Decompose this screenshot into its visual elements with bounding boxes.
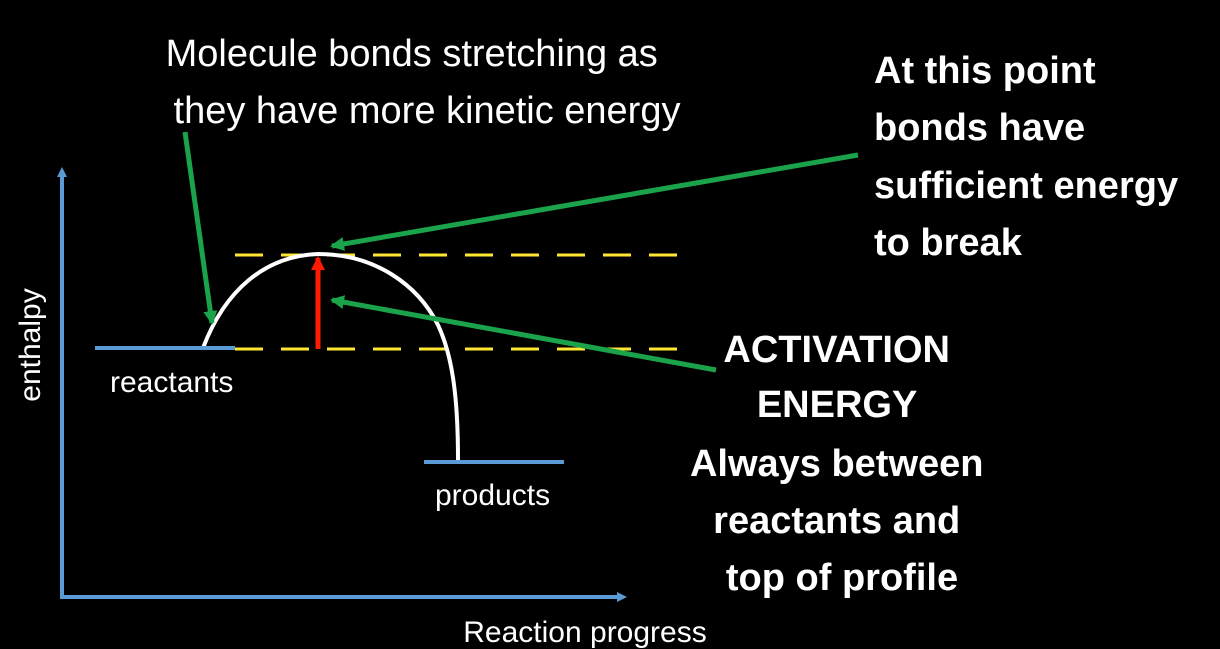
activation-energy-line-1: ACTIVATION	[723, 329, 950, 371]
reactants-label: reactants	[110, 366, 233, 399]
activation-energy-pointer-arrow	[330, 295, 717, 373]
energy-curve	[201, 251, 460, 461]
x-axis-label: Reaction progress	[463, 616, 706, 649]
activation-energy-note: ACTIVATION ENERGY Always between reactan…	[690, 329, 994, 599]
transition-point-pointer-arrow	[330, 152, 859, 251]
transition-point-line-1: At this point	[874, 50, 1096, 92]
activation-energy-line-4: reactants and	[713, 500, 960, 542]
activation-energy-line-5: top of profile	[726, 557, 958, 599]
transition-point-line-3: sufficient energy	[874, 165, 1178, 207]
activation-energy-line-3: Always between	[690, 443, 984, 485]
y-axis-label: enthalpy	[14, 288, 47, 401]
transition-point-line-4: to break	[874, 222, 1023, 264]
bonds-stretching-line-2: they have more kinetic energy	[174, 90, 681, 132]
bonds-stretching-pointer-arrow	[182, 131, 218, 325]
products-label: products	[435, 479, 550, 512]
bonds-stretching-line-1: Molecule bonds stretching as	[166, 33, 658, 75]
transition-point-note: At this point bonds have sufficient ener…	[874, 50, 1189, 264]
transition-point-line-2: bonds have	[874, 107, 1085, 149]
activation-energy-line-2: ENERGY	[757, 384, 917, 426]
bonds-stretching-note: Molecule bonds stretching as they have m…	[166, 33, 681, 132]
